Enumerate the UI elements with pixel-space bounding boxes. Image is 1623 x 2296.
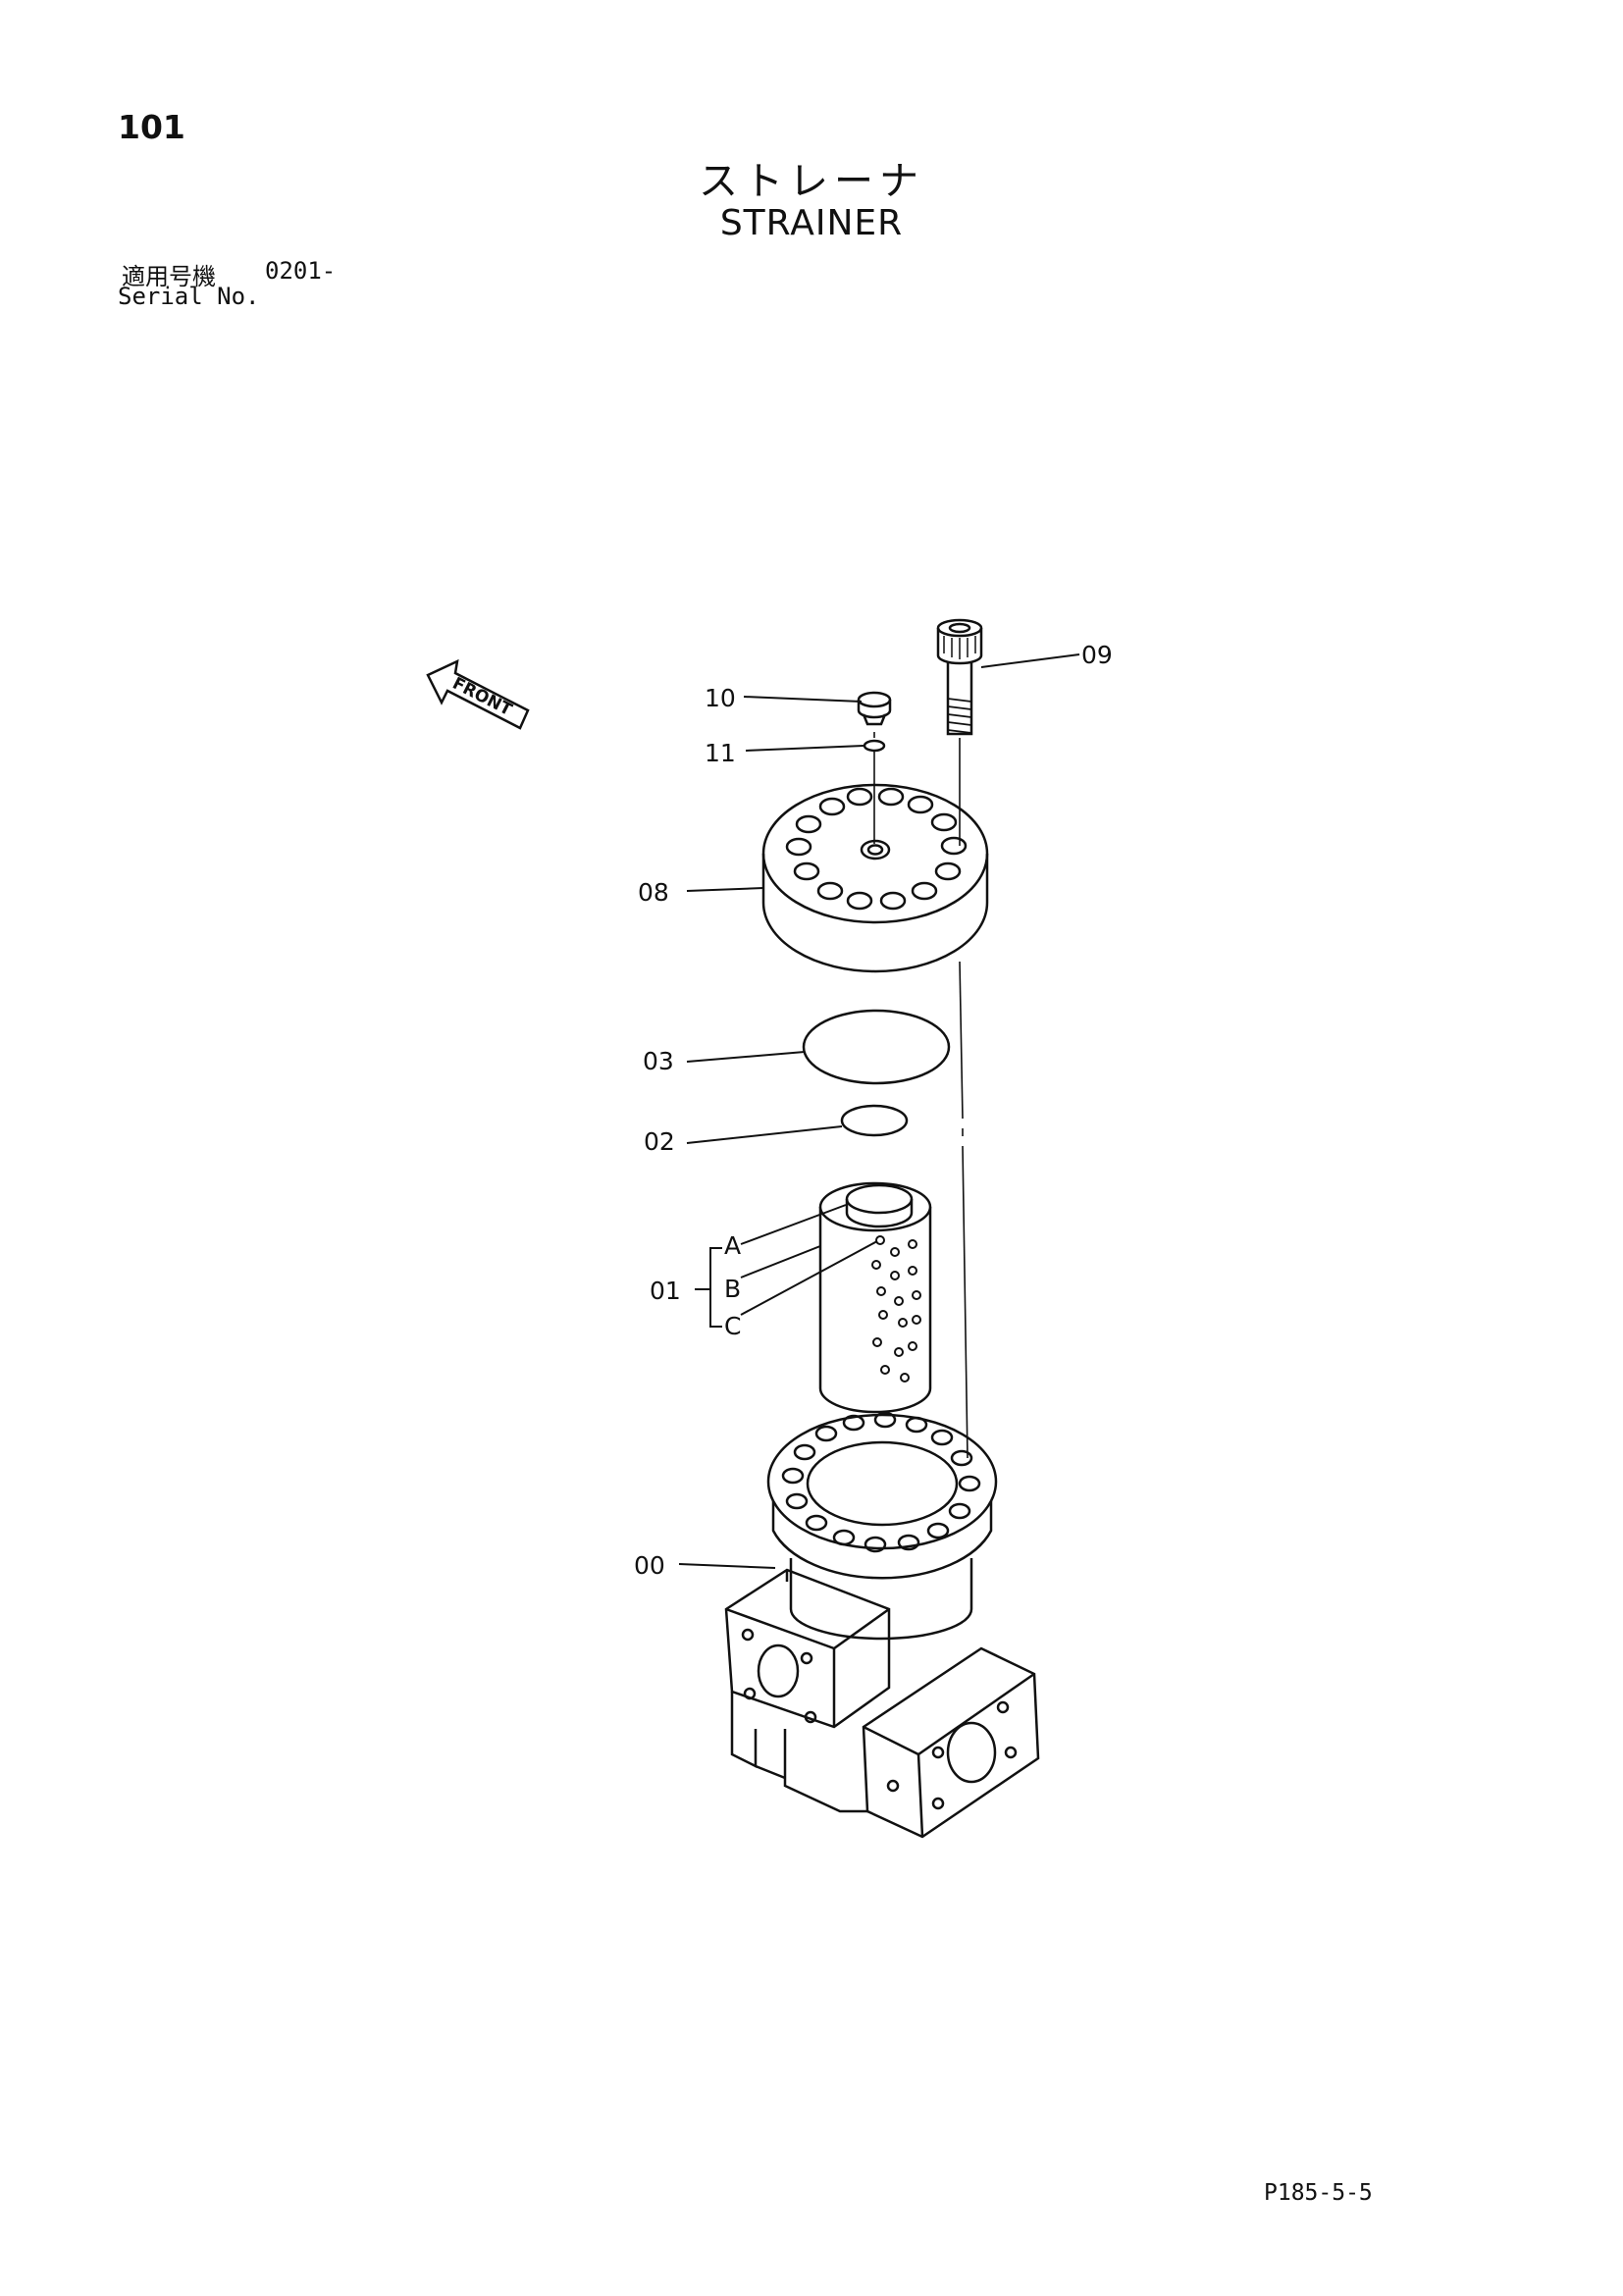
part-10-plug bbox=[857, 691, 892, 726]
callout-10: 10 bbox=[705, 684, 736, 712]
callout-leader-lines bbox=[678, 653, 1080, 1569]
page-reference-code: P185-5-5 bbox=[1264, 2180, 1373, 2206]
front-arrow: FRONT bbox=[426, 658, 530, 730]
part-01-strainer-element bbox=[818, 1181, 932, 1414]
callout-01: 01 bbox=[650, 1277, 681, 1305]
callout-09: 09 bbox=[1081, 641, 1113, 669]
serial-label-english: Serial No. bbox=[118, 283, 260, 310]
serial-range: 0201- bbox=[265, 257, 337, 285]
part-09-bolt bbox=[936, 618, 983, 736]
callout-02: 02 bbox=[644, 1127, 675, 1156]
assembly-center-lines bbox=[873, 732, 969, 1459]
callout-01-b: B bbox=[724, 1275, 741, 1303]
callout-01-a: A bbox=[724, 1231, 741, 1260]
callout-01-c: C bbox=[724, 1312, 741, 1340]
callout-03: 03 bbox=[643, 1047, 674, 1075]
page-number: 101 bbox=[118, 108, 185, 146]
title-japanese: ストレーナ bbox=[699, 159, 924, 204]
callout-00: 00 bbox=[634, 1551, 665, 1580]
part-08-cover bbox=[761, 783, 989, 973]
part-03-o-ring bbox=[802, 1009, 951, 1085]
part-00-strainer-body bbox=[724, 1411, 1040, 1839]
part-02-o-ring bbox=[840, 1104, 909, 1137]
title-english: STRAINER bbox=[719, 203, 904, 243]
callout-08: 08 bbox=[638, 878, 669, 907]
serial-label-japanese: 適用号機 bbox=[122, 263, 216, 290]
callout-11: 11 bbox=[705, 739, 736, 767]
part-11-o-ring bbox=[863, 739, 886, 753]
